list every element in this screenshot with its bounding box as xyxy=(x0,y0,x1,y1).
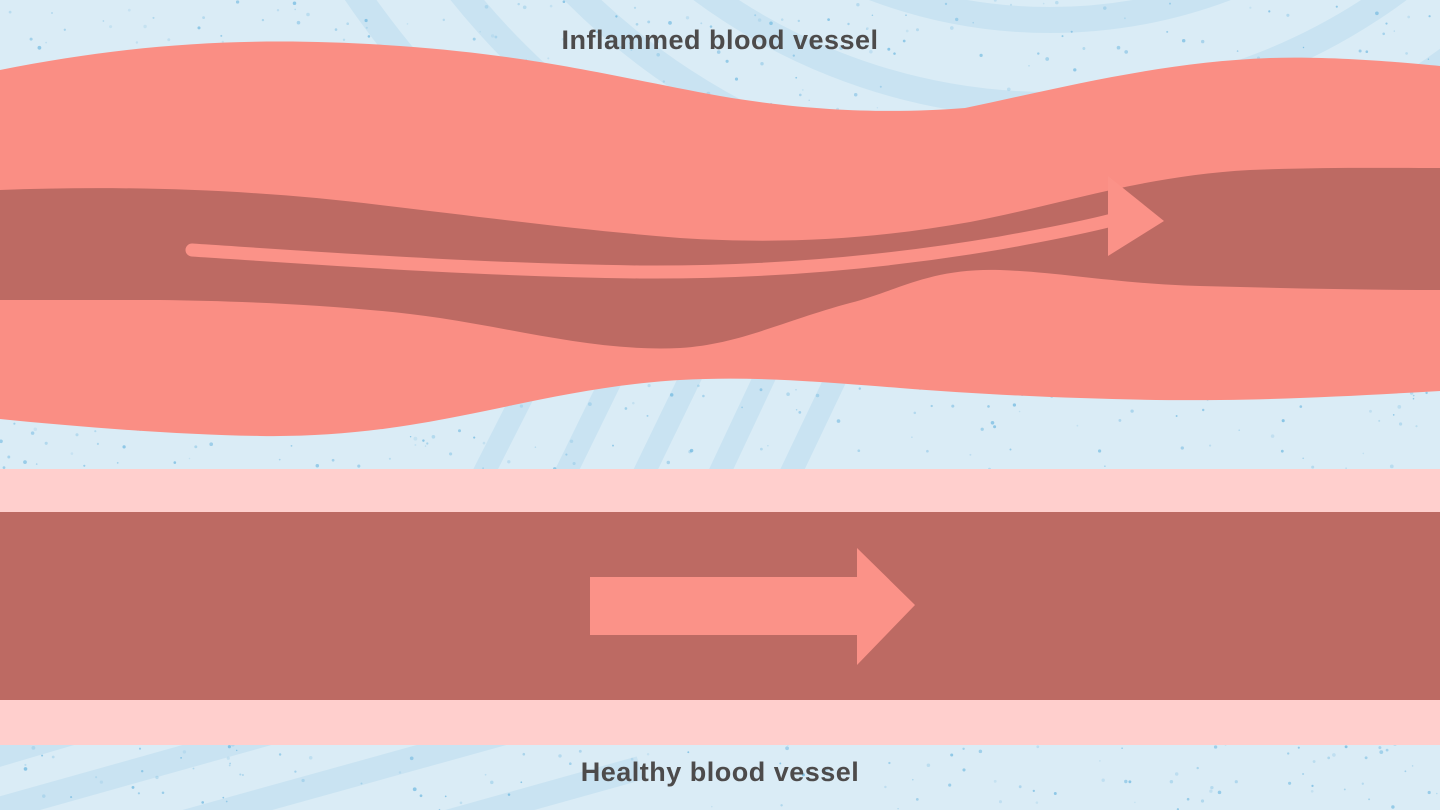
blood-flow-arrow-icon xyxy=(590,548,915,665)
inflamed-vessel-wall xyxy=(0,41,1440,437)
healthy-vessel-label: Healthy blood vessel xyxy=(580,757,860,787)
inflamed-vessel-label: Inflammed blood vessel xyxy=(561,25,879,55)
narrowed-flow-line xyxy=(185,213,1119,279)
narrowed-flow-arrowhead-icon xyxy=(1108,176,1164,256)
inflamed-vessel-lumen xyxy=(0,167,1440,349)
inflamed-vessel-illustration xyxy=(0,41,1440,437)
healthy-vessel-illustration xyxy=(0,469,1440,745)
